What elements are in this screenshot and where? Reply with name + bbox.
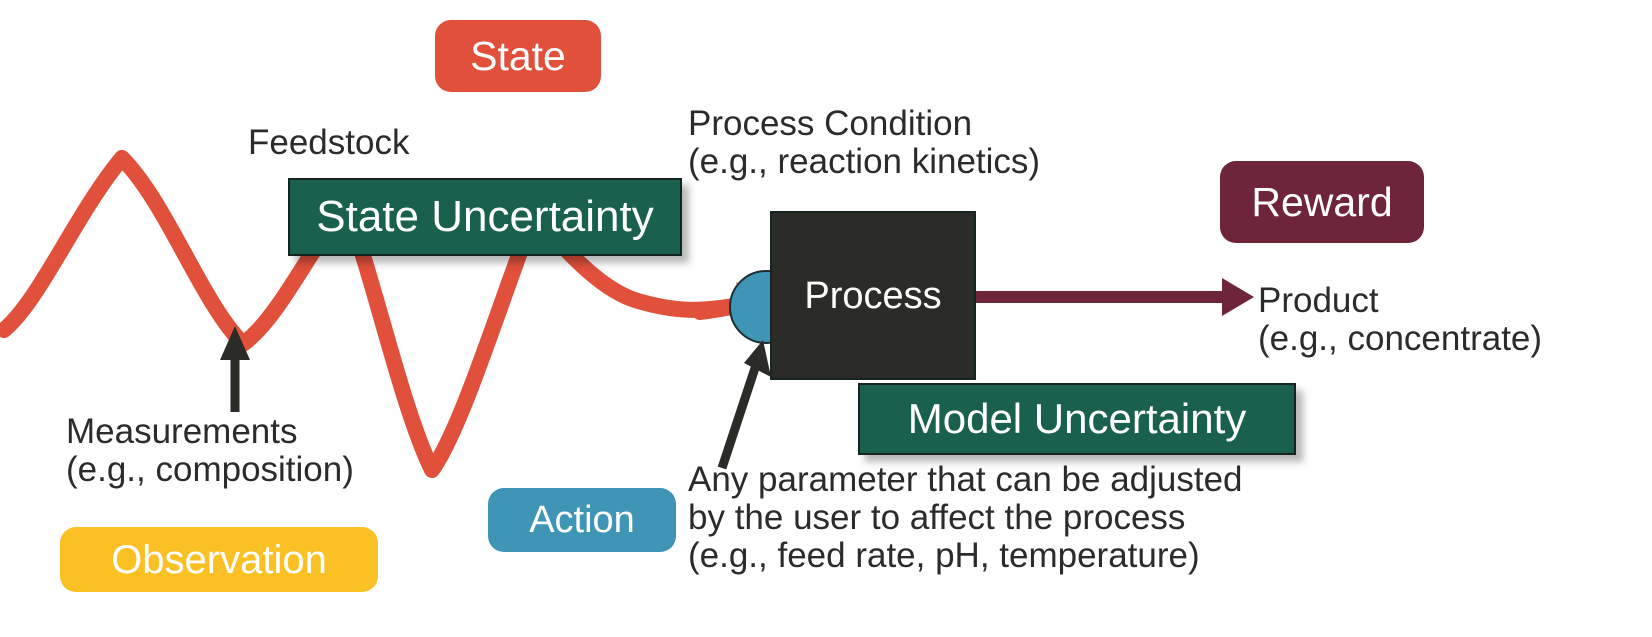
label-measurements: Measurements (e.g., composition) bbox=[66, 412, 354, 489]
label-feedstock: Feedstock bbox=[248, 123, 410, 162]
badge-reward[interactable]: Reward bbox=[1220, 161, 1424, 243]
measurement-pointer-arrow bbox=[220, 326, 250, 412]
label-product: Product (e.g., concentrate) bbox=[1258, 281, 1543, 358]
badge-reward-label: Reward bbox=[1251, 178, 1393, 225]
state-uncertainty-box[interactable]: State Uncertainty bbox=[288, 178, 682, 256]
product-flow-arrow bbox=[976, 278, 1254, 316]
process-box[interactable]: Process bbox=[770, 211, 976, 380]
badge-state[interactable]: State bbox=[435, 20, 601, 92]
badge-state-label: State bbox=[470, 32, 566, 79]
process-label: Process bbox=[804, 274, 942, 317]
badge-action-label: Action bbox=[529, 499, 635, 541]
model-uncertainty-label: Model Uncertainty bbox=[907, 395, 1247, 442]
label-process-condition: Process Condition (e.g., reaction kineti… bbox=[688, 104, 1041, 181]
action-pointer-arrow bbox=[717, 340, 771, 470]
state-uncertainty-label: State Uncertainty bbox=[316, 192, 654, 241]
badge-action[interactable]: Action bbox=[488, 488, 676, 552]
badge-observation-label: Observation bbox=[111, 537, 327, 582]
badge-observation[interactable]: Observation bbox=[60, 527, 378, 592]
model-uncertainty-box[interactable]: Model Uncertainty bbox=[858, 383, 1296, 455]
label-action-description: Any parameter that can be adjusted by th… bbox=[688, 460, 1243, 575]
